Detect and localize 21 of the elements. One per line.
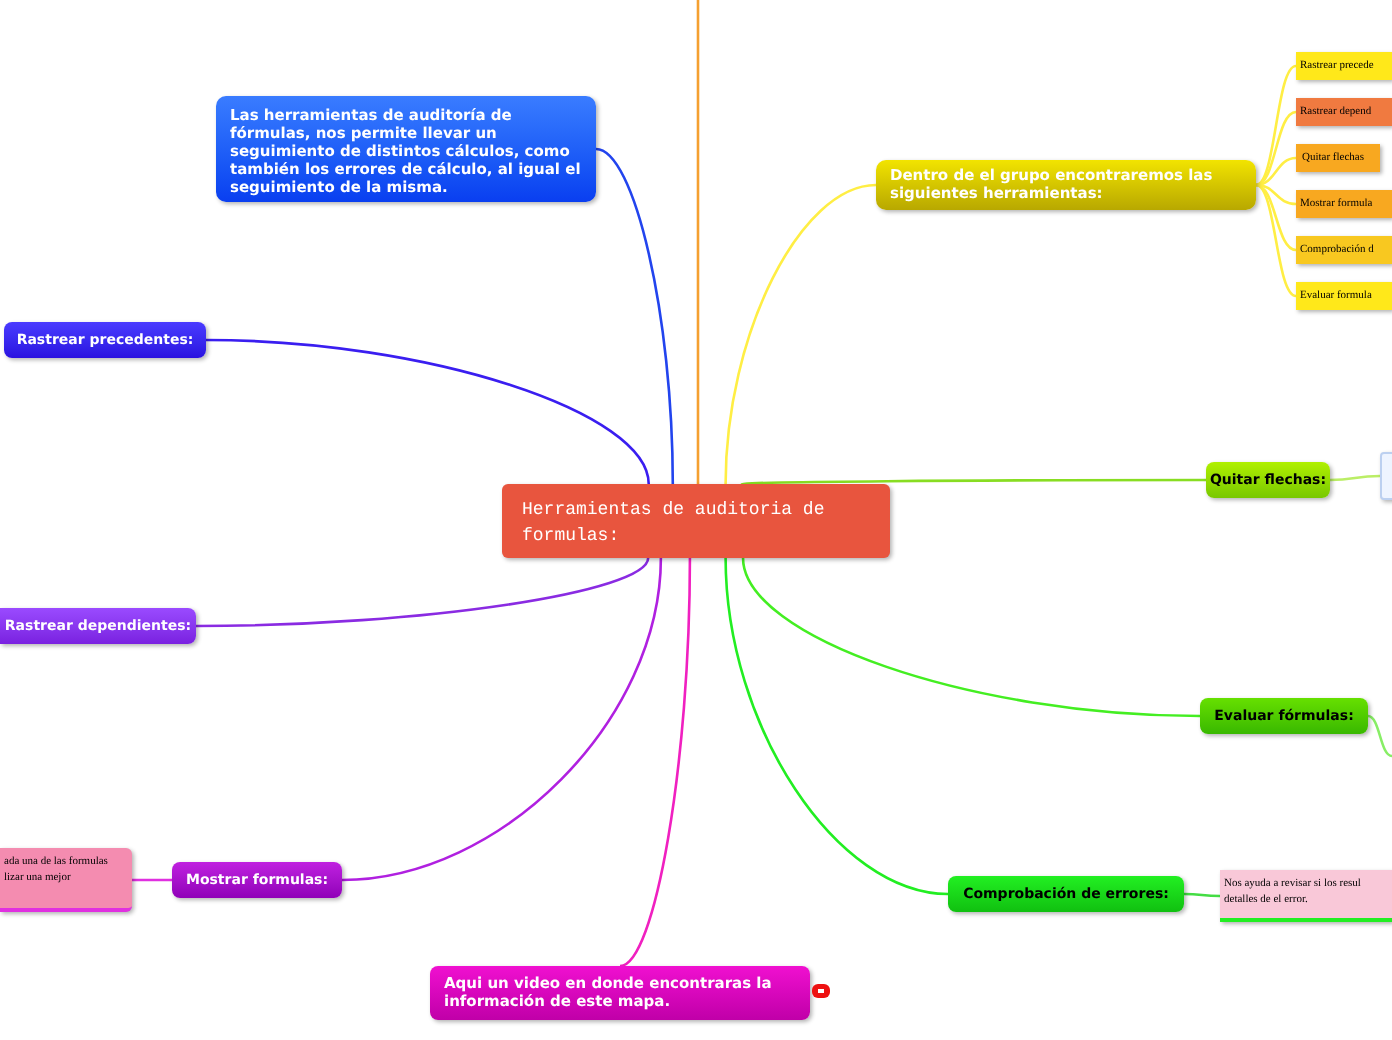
connector-line xyxy=(724,183,877,485)
connector-line xyxy=(1255,183,1297,298)
connector-line xyxy=(1255,183,1297,206)
connector-line xyxy=(205,338,650,485)
connector-line xyxy=(1184,892,1220,898)
connector-line xyxy=(1255,183,1297,252)
connector-line xyxy=(341,557,663,882)
connector-line xyxy=(696,0,700,484)
connector-line xyxy=(1367,714,1392,758)
connector-line xyxy=(1255,110,1297,187)
connector-line xyxy=(132,878,172,882)
connector-line xyxy=(595,147,675,485)
connector-line xyxy=(741,557,1201,718)
connector-line xyxy=(1330,474,1380,482)
topic-box: Herramientas de auditoria de formulas: xyxy=(502,484,890,558)
connector-line xyxy=(1255,64,1297,187)
connector-line xyxy=(724,557,949,896)
connector-line xyxy=(619,558,692,968)
connector-line xyxy=(196,557,650,628)
connector-line xyxy=(741,478,1206,486)
connector-line xyxy=(1255,156,1297,187)
